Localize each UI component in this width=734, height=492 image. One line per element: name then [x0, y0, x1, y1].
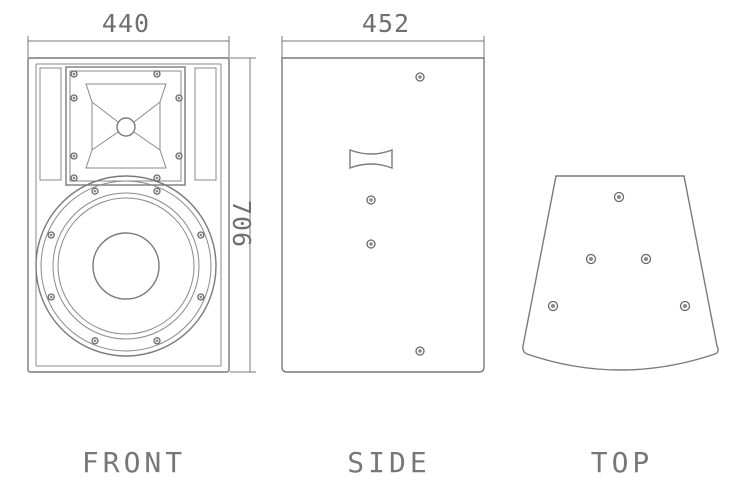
horn-bolt-center [72, 96, 76, 100]
side-bolt-center [418, 75, 422, 79]
side-cabinet [281, 57, 485, 373]
woofer-bolt-center [199, 295, 203, 299]
woofer-dust-cap [92, 232, 160, 300]
front-height-label: 706 [227, 200, 256, 248]
side-handle [349, 148, 393, 170]
top-cabinet [522, 175, 719, 371]
woofer-bolt-center [49, 233, 53, 237]
front-port-right [194, 67, 217, 181]
woofer-bolt-center [155, 189, 159, 193]
front-width-label: 440 [102, 9, 150, 38]
horn-bolt-center [155, 72, 159, 76]
front-view-label: FRONT [81, 446, 187, 479]
horn-bolt-center [72, 72, 76, 76]
front-bolts [47, 70, 205, 345]
front-width-dimension: 440 [27, 9, 230, 60]
horn-bolt-center [177, 96, 181, 100]
horn-bolt-center [72, 176, 76, 180]
top-view [522, 175, 719, 371]
top-bolt-center [588, 256, 594, 262]
side-width-dimension: 452 [281, 9, 485, 58]
woofer-bolt-center [93, 189, 97, 193]
horn-tweeter [65, 66, 186, 186]
front-port-left [39, 67, 62, 181]
front-height-dimension: 706 [227, 57, 256, 373]
top-bolt-center [616, 194, 622, 200]
front-view: 440 706 [27, 9, 256, 373]
side-bolt-center [369, 198, 373, 202]
woofer-bolt-center [49, 295, 53, 299]
woofer-bolt-center [93, 339, 97, 343]
woofer-bolt-center [155, 339, 159, 343]
side-view-label: SIDE [347, 446, 431, 479]
woofer-bolt-center [199, 233, 203, 237]
horn-bolt-center [177, 154, 181, 158]
horn-bolt-center [72, 154, 76, 158]
horn-throat [116, 117, 136, 137]
horn-bolt-center [155, 176, 159, 180]
front-cabinet [27, 57, 230, 373]
side-bolt-center [418, 349, 422, 353]
top-bolt-center [550, 303, 556, 309]
top-view-label: TOP [590, 446, 654, 479]
side-bolts [366, 72, 425, 356]
side-bolt-center [369, 242, 373, 246]
top-bolt-center [643, 256, 649, 262]
side-width-label: 452 [362, 9, 410, 38]
top-bolt-center [682, 303, 688, 309]
woofer [35, 175, 217, 357]
side-view: 452 [281, 9, 485, 373]
top-bolts [547, 191, 691, 312]
